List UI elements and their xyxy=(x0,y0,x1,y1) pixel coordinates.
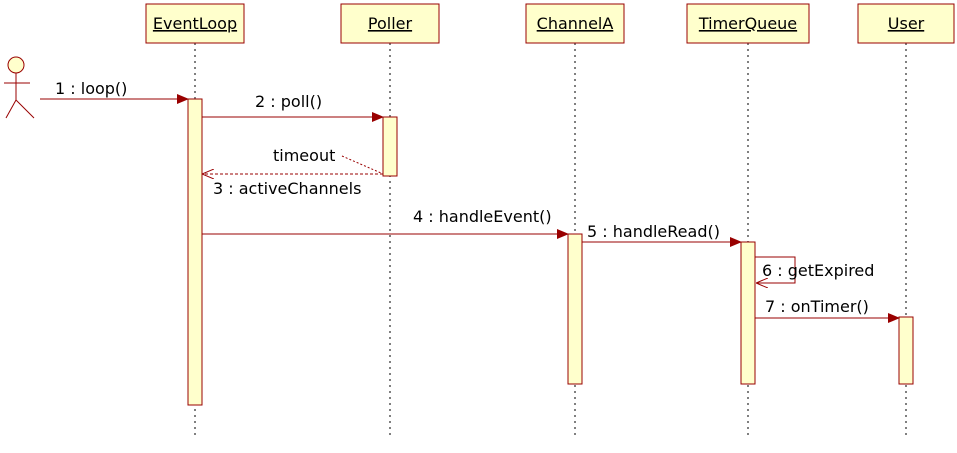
object-poller[interactable]: Poller xyxy=(340,3,440,44)
object-box xyxy=(686,3,810,44)
object-box xyxy=(857,3,955,44)
message-label: 6 : getExpired xyxy=(762,261,874,280)
message-7: 7 : onTimer() xyxy=(755,297,900,323)
object-box xyxy=(525,3,625,44)
object-name: EventLoop xyxy=(153,14,237,33)
message-1: 1 : loop() xyxy=(40,79,189,104)
actor-head xyxy=(7,56,25,74)
object-name: Poller xyxy=(368,14,413,33)
message-3: 3 : activeChannels xyxy=(203,174,383,198)
message-5: 5 : handleRead() xyxy=(582,222,742,247)
object-box xyxy=(145,3,245,44)
message-2: 2 : poll() xyxy=(202,92,384,122)
actor-right-leg xyxy=(15,99,35,119)
object-channela[interactable]: ChannelA xyxy=(525,3,625,44)
activation-channela xyxy=(567,233,583,385)
message-6: 6 : getExpired xyxy=(755,256,874,283)
message-label: 4 : handleEvent() xyxy=(413,207,552,226)
message-label: 5 : handleRead() xyxy=(587,222,720,241)
activation-eventloop xyxy=(187,98,203,406)
timeout-label: timeout xyxy=(273,146,335,165)
object-eventloop[interactable]: EventLoop xyxy=(145,3,245,44)
message-label: 3 : activeChannels xyxy=(213,179,361,198)
timeout-note: timeout xyxy=(273,146,382,174)
message-label: 2 : poll() xyxy=(255,92,322,111)
message-label: 7 : onTimer() xyxy=(765,297,869,316)
message-label: 1 : loop() xyxy=(55,79,127,98)
object-name: User xyxy=(888,14,925,33)
activation-user xyxy=(898,316,914,385)
activation-poller xyxy=(382,116,398,177)
timeout-connector xyxy=(341,155,382,174)
object-user[interactable]: User xyxy=(857,3,955,44)
object-name: TimerQueue xyxy=(698,14,797,33)
object-box xyxy=(340,3,440,44)
actor-figure xyxy=(4,56,35,119)
message-4: 4 : handleEvent() xyxy=(202,207,569,239)
actor-left-leg xyxy=(5,99,17,119)
object-name: ChannelA xyxy=(537,14,614,33)
object-timerqueue[interactable]: TimerQueue xyxy=(686,3,810,44)
activation-timerqueue xyxy=(740,241,756,385)
self-call-arrow xyxy=(755,256,796,283)
